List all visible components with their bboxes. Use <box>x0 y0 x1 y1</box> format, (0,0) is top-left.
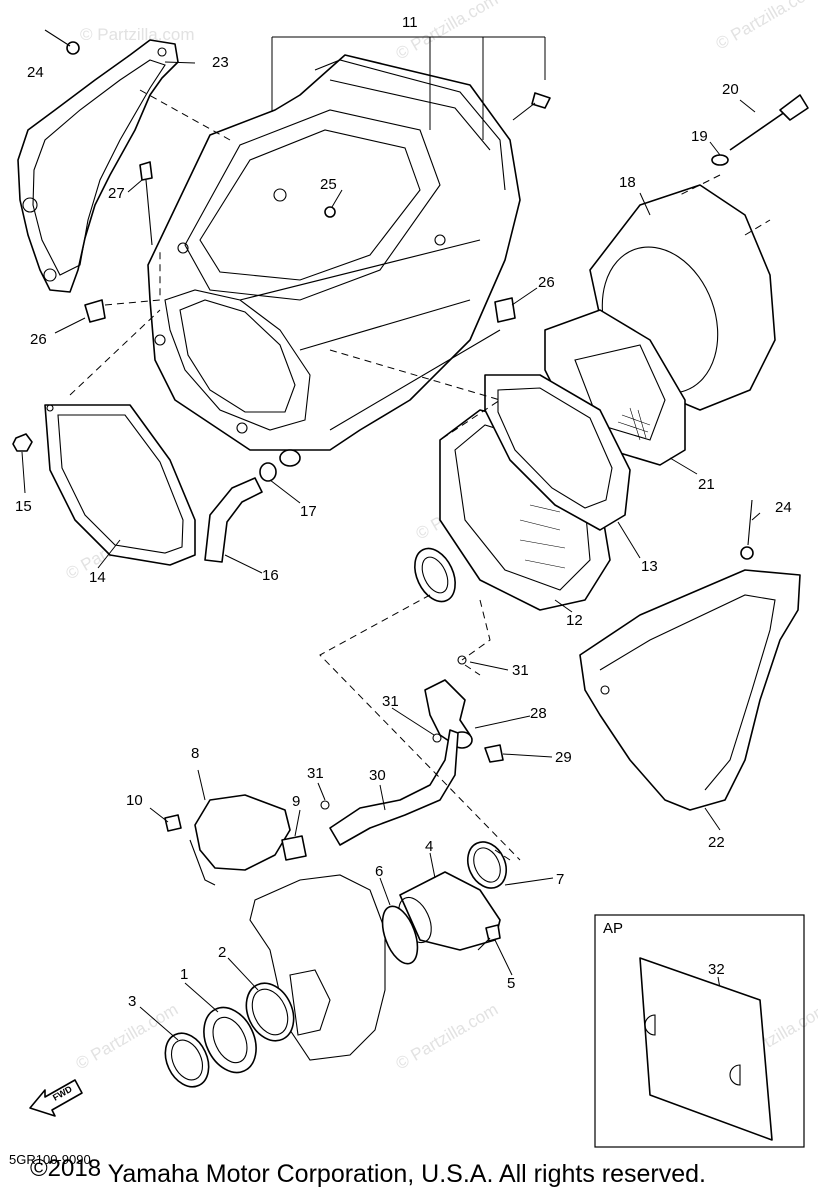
clip-part-26 <box>494 297 516 323</box>
inset-ap: AP <box>594 914 805 1148</box>
filter-cage-part-13 <box>484 374 631 531</box>
screw-part-24 <box>44 29 80 55</box>
side-cover-part-22 <box>579 569 801 811</box>
watermark: © Partzilla.com <box>393 1000 502 1074</box>
seal-gasket-part-14 <box>44 404 196 566</box>
filter-guide-part-21 <box>544 309 686 466</box>
clamp-part-7 <box>466 841 508 889</box>
bolt-part-29 <box>484 744 504 763</box>
callout-16: 16 <box>262 567 279 584</box>
breather-hose-part-16 <box>204 477 263 563</box>
callout-6: 6 <box>375 863 383 880</box>
callout-29: 29 <box>555 749 572 766</box>
callout-10: 10 <box>126 792 143 809</box>
hose-part-30 <box>329 729 459 846</box>
callout-24: 24 <box>775 499 792 516</box>
clip-part-31 <box>457 655 467 665</box>
clamp-part-2 <box>245 982 295 1042</box>
callout-3: 3 <box>128 993 136 1010</box>
hose-clamp-part-17 <box>259 449 301 482</box>
copyright-text: Yamaha Motor Corporation, U.S.A. All rig… <box>101 1160 706 1188</box>
copyright-notice: ©2018 Yamaha Motor Corporation, U.S.A. A… <box>30 1155 706 1189</box>
fwd-arrow-icon: FWD <box>29 1079 83 1117</box>
clip-part-31 <box>320 800 330 810</box>
callout-22: 22 <box>708 834 725 851</box>
watermark: © Partzilla.com <box>713 0 818 53</box>
callout-labels: 1 2 3 4 5 6 7 8 9 10 11 12 13 14 15 16 1… <box>15 14 792 1010</box>
cap-part-9 <box>281 835 307 861</box>
callout-8: 8 <box>191 745 199 762</box>
clamp-part-3 <box>164 1032 210 1088</box>
carburetor-body <box>249 874 386 1061</box>
screw-part-5 <box>477 924 501 951</box>
callout-2: 2 <box>218 944 226 961</box>
clip-part-26 <box>84 299 106 323</box>
callout-26: 26 <box>538 274 555 291</box>
sticker-part-32 <box>639 957 773 1141</box>
bolt-part-27 <box>139 161 153 246</box>
screw-part-24 <box>740 499 754 560</box>
assembly-lines <box>69 89 771 861</box>
inset-label: AP <box>603 920 623 937</box>
callout-9: 9 <box>292 793 300 810</box>
drawing-code: 5GR100-9090 <box>9 1152 91 1167</box>
callout-25: 25 <box>320 176 337 193</box>
callout-7: 7 <box>556 871 564 888</box>
callout-24: 24 <box>27 64 44 81</box>
joint-part-1 <box>203 1006 257 1074</box>
callout-11: 11 <box>402 14 418 31</box>
callout-18: 18 <box>619 174 636 191</box>
copyright-year: ©2018 <box>30 1155 102 1182</box>
callout-26: 26 <box>30 331 47 348</box>
callout-15: 15 <box>15 498 32 515</box>
callout-28: 28 <box>530 705 547 722</box>
screw-part-11 <box>512 92 551 121</box>
callout-1: 1 <box>180 966 188 983</box>
callout-5: 5 <box>507 975 515 992</box>
watermark: © Partzilla.com <box>80 25 195 44</box>
callout-31: 31 <box>382 693 399 710</box>
screw-part-10 <box>164 814 182 832</box>
bolt-part-20 <box>729 94 809 151</box>
callout-31: 31 <box>512 662 529 679</box>
grommet-part-25 <box>324 206 336 218</box>
air-box-part-11 <box>147 54 521 451</box>
bracket-part-8 <box>189 794 291 886</box>
callout-bracket-11 <box>271 36 546 140</box>
callout-4: 4 <box>425 838 433 855</box>
callout-32: 32 <box>708 961 725 978</box>
callout-30: 30 <box>369 767 386 784</box>
o-ring-part-6 <box>381 905 419 965</box>
callout-13: 13 <box>641 558 658 575</box>
washer-part-19 <box>711 154 729 166</box>
callout-27: 27 <box>108 185 125 202</box>
callout-20: 20 <box>722 81 739 98</box>
watermark: © Partzilla.com <box>393 0 502 63</box>
watermark: © Partzilla.com <box>73 1000 182 1074</box>
callout-31: 31 <box>307 765 324 782</box>
callout-14: 14 <box>89 569 106 586</box>
callout-17: 17 <box>300 503 317 520</box>
callout-12: 12 <box>566 612 583 629</box>
clip-part-31 <box>432 733 442 743</box>
callout-19: 19 <box>691 128 708 145</box>
callout-23: 23 <box>212 54 229 71</box>
callout-21: 21 <box>698 476 715 493</box>
nut-part-15 <box>12 433 33 452</box>
side-cover-part-23 <box>17 39 179 293</box>
